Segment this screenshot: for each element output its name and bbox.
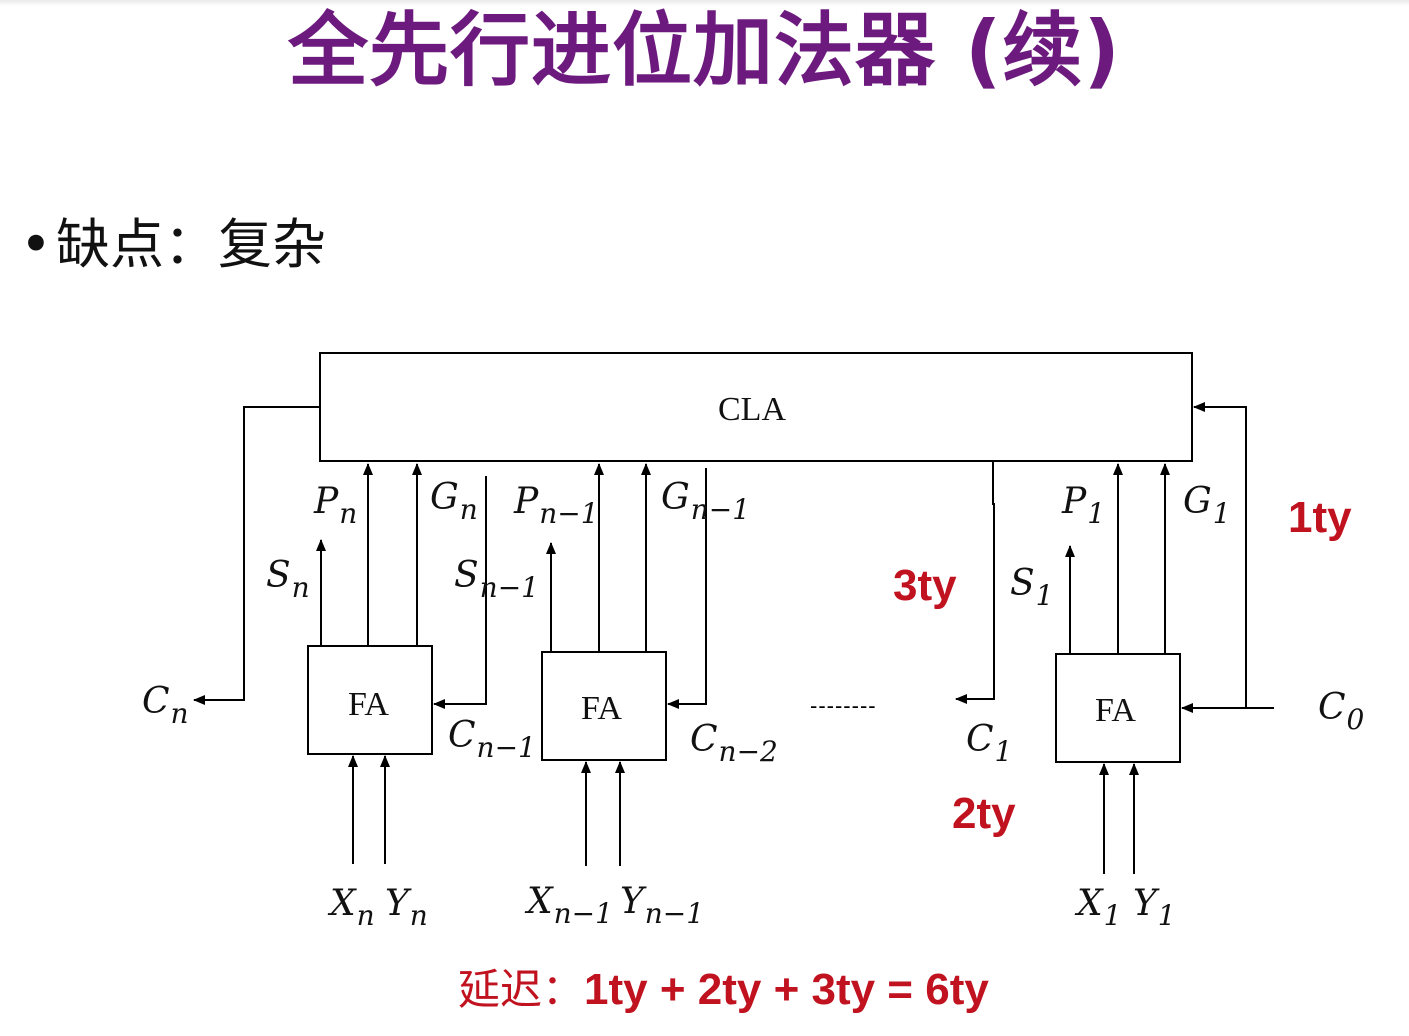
fa-box-n1 <box>541 651 667 761</box>
delay-3ty: 3ty <box>893 561 957 610</box>
formula-expression: 1ty + 2ty + 3ty = 6ty <box>584 965 989 1014</box>
label-gn1: Gn−1 <box>661 477 751 526</box>
label-sn: Sn <box>266 555 310 604</box>
label-cn: Cn <box>142 681 189 730</box>
label-s1: S1 <box>1010 563 1054 612</box>
label-pn: Pn <box>314 481 358 530</box>
label-gn: Gn <box>430 477 478 526</box>
cn1-wire <box>433 476 487 709</box>
bullet-dot-icon: • <box>20 213 52 276</box>
delay-formula: 延迟：1ty + 2ty + 3ty = 6ty <box>458 968 989 1012</box>
label-c1: C1 <box>966 719 1013 768</box>
bullet-point: •缺点：复杂 <box>20 200 326 279</box>
c1-wire <box>955 462 995 704</box>
label-sn1: Sn−1 <box>454 555 539 604</box>
delay-1ty: 1ty <box>1288 493 1352 542</box>
label-xn: Xn <box>330 883 375 932</box>
label-pn1: Pn−1 <box>514 481 599 530</box>
label-cn2: Cn−2 <box>690 719 778 768</box>
label-x1: X1 <box>1077 883 1122 932</box>
slide-title: 全先行进位加法器 (续) <box>288 4 1121 97</box>
bullet-text: 缺点：复杂 <box>56 213 326 276</box>
top-band <box>0 0 1409 6</box>
label-yn: Yn <box>385 883 428 932</box>
cn-wire <box>193 406 320 705</box>
label-xn1: Xn−1 <box>527 881 613 930</box>
fa-label-n1: FA <box>581 690 622 727</box>
fa-label-1: FA <box>1095 692 1136 729</box>
label-p1: P1 <box>1062 481 1106 530</box>
cn2-wire <box>667 468 707 709</box>
ellipsis: -------- <box>810 693 877 718</box>
fa-box-n <box>307 645 433 755</box>
delay-2ty: 2ty <box>952 789 1016 838</box>
label-c0: C0 <box>1318 687 1365 736</box>
c0-to-cla-wire <box>1193 402 1247 708</box>
label-cn1: Cn−1 <box>448 715 536 764</box>
label-g1: G1 <box>1183 481 1231 530</box>
label-y1: Y1 <box>1133 883 1176 932</box>
fa-label-n: FA <box>348 686 389 723</box>
formula-prefix: 延迟： <box>458 965 585 1014</box>
cla-label: CLA <box>718 391 786 428</box>
label-yn1: Yn−1 <box>620 881 705 930</box>
